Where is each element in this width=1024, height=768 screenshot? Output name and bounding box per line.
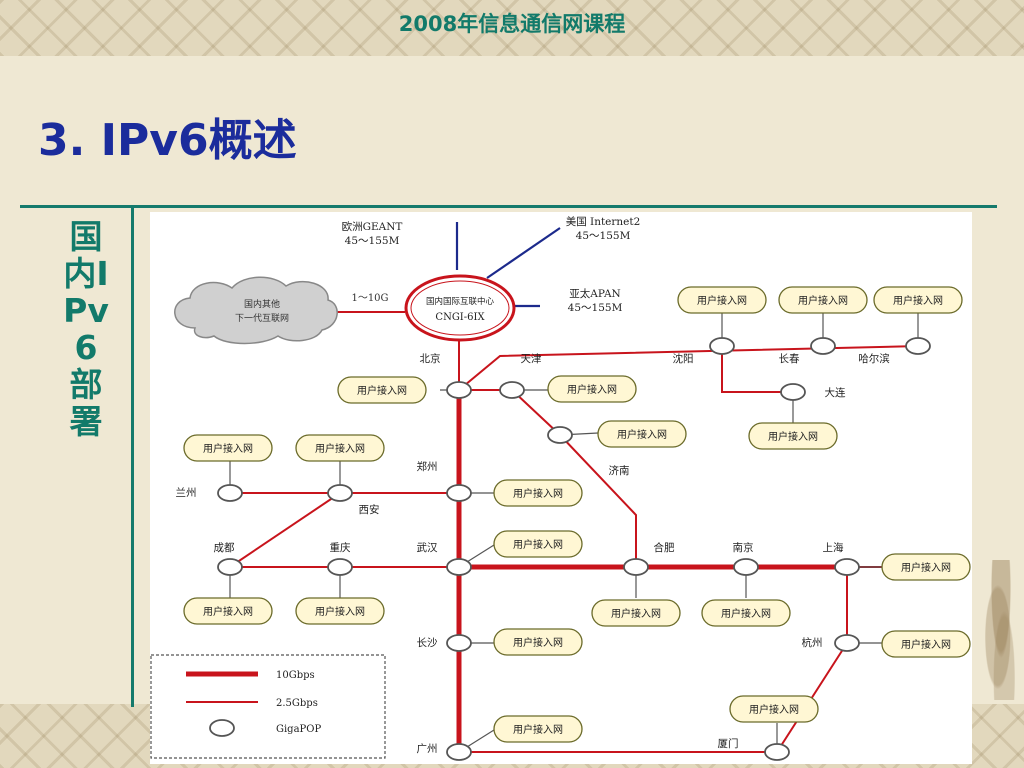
city-haerbin: 哈尔滨 [858,352,890,365]
access-hefei: 用户接入网 [611,607,661,620]
legend: 10Gbps 2.5Gbps GigaPOP [150,654,386,759]
side-label: 国内IPv6部署 [63,217,109,441]
access-xian: 用户接入网 [315,442,365,455]
cngi-network-map: 国内其他 下一代互联网 1～10G 国内国际互联中心 CNGI-6IX 欧洲GE… [150,212,972,764]
access-chengdu: 用户接入网 [203,605,253,618]
link-shenyang-dalian [721,346,793,393]
cngi-6ix-hub [404,274,516,342]
city-guangzhou: 广州 [417,743,438,755]
access-shenyang: 用户接入网 [697,294,747,307]
legend-gigapop-node [209,719,235,737]
node-nanjing [733,558,759,576]
city-hangzhou: 杭州 [802,636,823,649]
hub-label-2: CNGI-6IX [435,312,485,323]
node-shanghai [834,558,860,576]
legend-10g-label: 10Gbps [276,670,315,681]
apan-speed: 45～155M [568,302,623,314]
legend-2-5g-label: 2.5Gbps [276,698,318,709]
slide-title: 3. IPv6概述 [38,115,297,166]
city-chongqing: 重庆 [330,541,351,554]
access-chongqing: 用户接入网 [315,605,365,618]
node-changsha [446,634,472,652]
internet2-name: 美国 Internet2 [566,215,641,228]
city-xian: 西安 [359,503,380,516]
geant-speed: 45～155M [345,235,400,247]
cloud-label-2: 下一代互联网 [235,313,289,324]
link-xian-chengdu [229,492,341,568]
node-hefei [623,558,649,576]
side-divider [131,207,134,707]
city-changsha: 长沙 [417,637,438,649]
node-changchun [810,337,836,355]
access-shanghai: 用户接入网 [901,561,951,574]
node-hangzhou [834,634,860,652]
city-wuhan: 武汉 [417,541,438,554]
internet2-speed: 45～155M [576,230,631,242]
decorative-watermark [985,560,1017,700]
node-chongqing [327,558,353,576]
cloud-link-label: 1～10G [351,293,388,304]
city-tianjin: 天津 [521,353,542,365]
access-guangzhou: 用户接入网 [513,723,563,736]
node-haerbin [905,337,931,355]
node-chengdu [217,558,243,576]
access-hangzhou: 用户接入网 [901,638,951,651]
link-internet2 [486,227,561,279]
access-jinan: 用户接入网 [617,428,667,441]
node-jinan [547,426,573,444]
access-network-pills [183,286,971,743]
header-band [0,0,1024,56]
access-wuhan: 用户接入网 [513,538,563,551]
city-beijing: 北京 [420,352,441,365]
city-shanghai: 上海 [823,541,844,554]
node-shenyang [709,337,735,355]
city-hefei: 合肥 [654,541,675,554]
node-beijing [446,381,472,399]
other-networks-cloud [174,276,338,345]
node-tianjin [499,381,525,399]
access-tianjin: 用户接入网 [567,383,617,396]
title-divider [20,205,997,208]
access-zhengzhou: 用户接入网 [513,487,563,500]
gigapop-nodes [217,337,931,761]
city-xiamen: 厦门 [718,737,739,750]
node-dalian [780,383,806,401]
course-title: 2008年信息通信网课程 [398,12,626,36]
city-zhengzhou: 郑州 [417,460,438,473]
node-xian [327,484,353,502]
access-dalian: 用户接入网 [768,430,818,443]
access-changsha: 用户接入网 [513,636,563,649]
geant-name: 欧洲GEANT [342,221,403,233]
link-northeast [458,345,921,391]
access-haerbin: 用户接入网 [893,294,943,307]
city-dalian: 大连 [825,386,846,399]
city-nanjing: 南京 [733,541,754,554]
node-guangzhou [446,743,472,761]
city-changchun: 长春 [779,353,800,365]
international-links [455,222,561,308]
city-shenyang: 沈阳 [673,352,694,365]
node-xiamen [764,743,790,761]
city-jinan: 济南 [609,464,630,477]
apan-name: 亚太APAN [569,287,620,300]
node-lanzhou [217,484,243,502]
access-xiamen: 用户接入网 [749,703,799,716]
access-lanzhou: 用户接入网 [203,442,253,455]
legend-gigapop-label: GigaPOP [276,724,321,735]
hub-label-1: 国内国际互联中心 [426,296,495,307]
access-beijing: 用户接入网 [357,384,407,397]
access-changchun: 用户接入网 [798,294,848,307]
node-zhengzhou [446,484,472,502]
cloud-label-1: 国内其他 [244,298,280,310]
city-chengdu: 成都 [214,542,235,554]
link-tianjin-hefei [511,389,637,567]
city-lanzhou: 兰州 [176,486,197,499]
access-nanjing: 用户接入网 [721,607,771,620]
node-wuhan [446,558,472,576]
